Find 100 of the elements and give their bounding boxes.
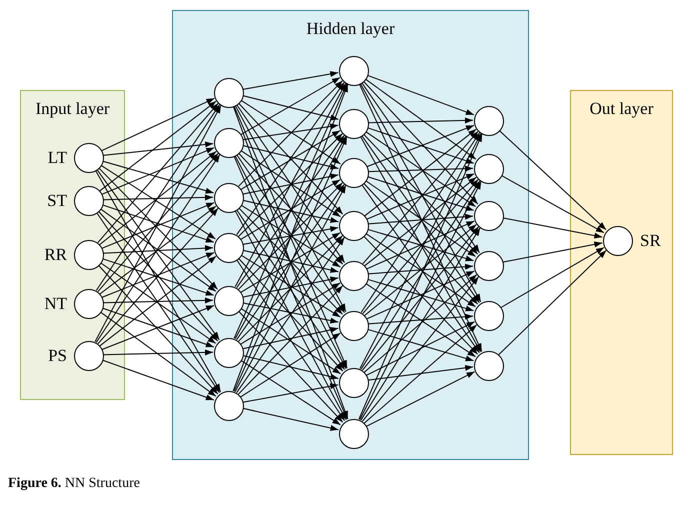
arrow <box>240 254 341 318</box>
arrow <box>366 328 474 362</box>
arrow <box>358 133 483 420</box>
neuron-circle <box>74 341 104 371</box>
neuron-label: SR <box>640 231 661 251</box>
arrow <box>236 184 345 340</box>
arrow <box>242 250 339 273</box>
neuron-circle <box>74 240 104 270</box>
arrow <box>358 83 482 352</box>
arrow <box>238 80 343 187</box>
arrow <box>236 208 346 370</box>
arrow <box>360 82 482 302</box>
arrow <box>233 155 348 420</box>
arrow <box>238 182 343 290</box>
arrow <box>364 180 476 257</box>
arrow <box>362 276 480 422</box>
neuron-circle <box>474 201 504 231</box>
arrow <box>367 364 474 381</box>
arrow <box>362 80 478 204</box>
neuron-circle <box>474 351 504 381</box>
neuron-label: LT <box>48 148 67 168</box>
arrow <box>234 104 346 312</box>
arrow <box>366 270 475 320</box>
arrow <box>238 133 343 237</box>
arrow <box>368 214 474 224</box>
arrow <box>234 83 348 339</box>
neuron-circle <box>339 211 369 241</box>
arrow <box>242 355 339 380</box>
neuron-label: RR <box>44 245 67 265</box>
neuron-circle <box>339 158 369 188</box>
arrow <box>362 226 480 371</box>
neuron-label: ST <box>47 191 67 211</box>
arrow <box>242 71 339 90</box>
arrow <box>364 176 477 266</box>
neuron-circle <box>214 128 244 158</box>
arrow <box>100 311 216 397</box>
arrow <box>238 285 344 395</box>
neuron-circle <box>474 301 504 331</box>
arrow <box>242 226 339 245</box>
arrow <box>238 310 344 423</box>
arrow <box>498 130 606 230</box>
arrow <box>361 82 480 254</box>
arrow <box>368 117 474 124</box>
arrow <box>238 235 343 342</box>
neuron-circle <box>214 391 244 421</box>
arrow <box>368 166 474 172</box>
arrow <box>359 180 482 420</box>
arrow <box>366 220 475 270</box>
neuron-circle <box>474 154 504 184</box>
layer-panel <box>570 90 673 455</box>
arrow <box>366 321 476 376</box>
neuron-circle <box>214 183 244 213</box>
arrow <box>102 194 214 200</box>
arrow <box>96 212 220 394</box>
neuron-circle <box>214 78 244 108</box>
arrow <box>366 173 475 220</box>
arrow <box>234 136 346 340</box>
arrow <box>236 258 346 422</box>
arrow <box>242 95 339 120</box>
arrow <box>362 235 478 355</box>
arrow <box>234 136 348 392</box>
arrow <box>366 278 474 312</box>
neuron-circle <box>603 226 633 256</box>
arrow <box>365 282 476 358</box>
arrow <box>233 105 348 369</box>
arrow <box>242 174 339 195</box>
neuron-circle <box>339 56 369 86</box>
arrow <box>240 204 341 268</box>
neuron-circle <box>339 368 369 398</box>
arrow <box>102 258 214 296</box>
arrow <box>242 145 339 170</box>
layer-title: Input layer <box>34 99 111 119</box>
arrow <box>96 104 220 291</box>
layer-panel <box>20 90 125 400</box>
arrow <box>240 77 340 135</box>
neuron-circle <box>74 143 104 173</box>
arrow <box>97 102 219 244</box>
arrow <box>240 130 341 190</box>
arrow <box>364 78 476 160</box>
arrow <box>240 150 341 218</box>
neuron-circle <box>339 261 369 291</box>
neuron-circle <box>474 251 504 281</box>
arrow <box>101 252 215 298</box>
arrow <box>238 152 344 265</box>
arrow <box>236 104 345 264</box>
neuron-circle <box>474 106 504 136</box>
arrow <box>240 179 341 240</box>
arrow <box>238 258 344 372</box>
arrow <box>242 408 339 431</box>
arrow <box>102 204 214 243</box>
arrow <box>236 82 345 236</box>
arrow <box>240 360 341 426</box>
arrow <box>364 274 478 373</box>
arrow <box>242 302 339 324</box>
arrow <box>234 82 346 288</box>
neuron-circle <box>214 233 244 263</box>
arrow <box>94 104 222 342</box>
neuron-circle <box>339 109 369 139</box>
arrow <box>366 371 476 427</box>
arrow <box>240 332 341 398</box>
